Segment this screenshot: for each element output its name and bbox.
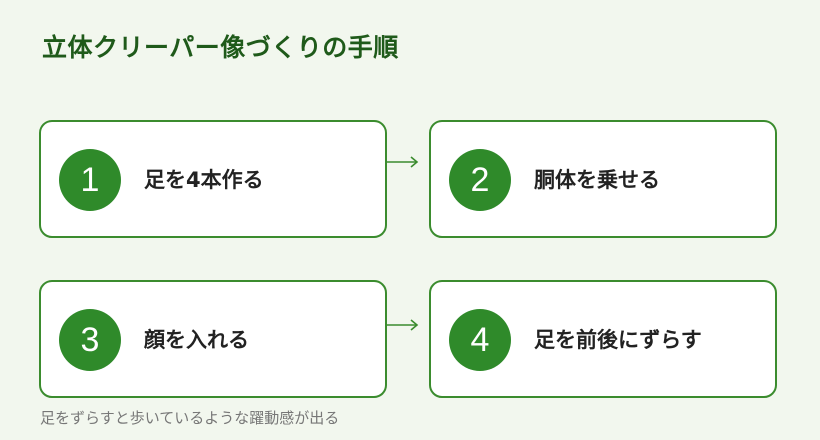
- step-label: 足を前後にずらす: [534, 328, 702, 352]
- step-number-badge: 2: [449, 149, 511, 211]
- arrow-right-icon: [385, 319, 419, 331]
- step-number-badge: 3: [59, 309, 121, 371]
- step-number-badge: 4: [449, 309, 511, 371]
- footnote: 足をずらすと歩いているような躍動感が出る: [40, 409, 340, 427]
- step-card-3: 3 顔を入れる: [39, 280, 387, 398]
- step-card-4: 4 足を前後にずらす: [429, 280, 777, 398]
- page-title: 立体クリーパー像づくりの手順: [42, 33, 399, 62]
- arrow-right-icon: [385, 156, 419, 168]
- step-label: 顔を入れる: [144, 328, 249, 352]
- step-number-badge: 1: [59, 149, 121, 211]
- step-card-1: 1 足を4本作る: [39, 120, 387, 238]
- step-card-2: 2 胴体を乗せる: [429, 120, 777, 238]
- step-label: 足を4本作る: [144, 168, 264, 192]
- step-label: 胴体を乗せる: [534, 168, 660, 192]
